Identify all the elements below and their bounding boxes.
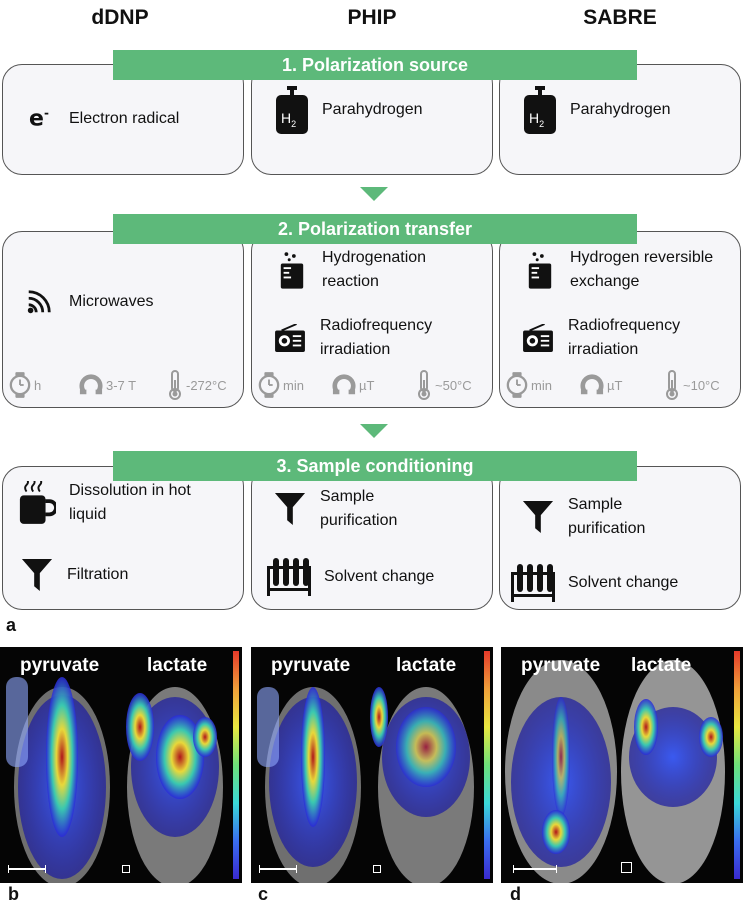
down-arrow-icon — [360, 424, 388, 438]
time-condition: min — [258, 372, 304, 398]
thermometer-icon — [167, 370, 183, 400]
thermometer-icon — [416, 370, 432, 400]
magnet-icon — [79, 373, 103, 397]
electron-icon: e- — [29, 106, 49, 132]
temperature-condition: ~50°C — [416, 370, 472, 400]
temperature-condition: ~10°C — [664, 370, 720, 400]
source-label-ddnp: Electron radical — [69, 110, 180, 127]
test-tubes-icon — [266, 557, 312, 597]
source-panel-ddnp: e- Electron radical — [2, 64, 244, 175]
source-panel-phip: H2 Parahydrogen — [251, 64, 493, 175]
mri-label-pyruvate: pyruvate — [521, 655, 601, 676]
thermometer-icon — [664, 370, 680, 400]
panel-letter-d: d — [510, 884, 521, 904]
transfer-label1-phip: Hydrogenation reaction — [322, 249, 427, 290]
wifi-icon — [21, 282, 57, 322]
radio-icon — [272, 318, 308, 358]
transfer-panel-ddnp: Microwaves h 3-7 T -272°C — [2, 231, 244, 408]
panel-letter-c: c — [258, 884, 269, 904]
panel-letter-a: a — [6, 615, 17, 635]
source-label-sabre: Parahydrogen — [570, 101, 671, 118]
stopwatch-icon — [9, 372, 31, 398]
panel-letter-b: b — [8, 884, 19, 904]
column-title-phip: PHIP — [347, 6, 397, 29]
time-condition: h — [9, 372, 41, 398]
conditioning-label1-sabre: Sample purification — [568, 496, 646, 537]
radio-icon — [520, 318, 556, 358]
scale-square — [122, 865, 130, 873]
mri-label-pyruvate: pyruvate — [20, 655, 100, 676]
conditioning-panel-phip: Sample purification Solvent change — [251, 466, 493, 610]
funnel-icon — [19, 555, 55, 595]
mri-label-lactate: lactate — [631, 655, 692, 676]
down-arrow-icon — [360, 187, 388, 201]
scale-bar — [513, 865, 557, 873]
mri-image-phip: pyruvate lactate — [251, 647, 493, 883]
hydrogen-cylinder-icon: H2 — [522, 83, 558, 137]
stage-banner-transfer: 2. Polarization transfer — [113, 214, 637, 244]
time-condition: min — [506, 372, 552, 398]
transfer-panel-sabre: Hydrogen reversible exchange Radiofreque… — [499, 231, 741, 408]
mri-image-sabre: pyruvate lactate — [501, 647, 743, 883]
scale-bar — [259, 865, 297, 873]
conditioning-panel-ddnp: Dissolution in hot liquid Filtration — [2, 466, 244, 610]
field-condition: µT — [580, 373, 622, 397]
field-condition: 3-7 T — [79, 373, 136, 397]
scale-square — [373, 865, 381, 873]
test-tubes-icon — [510, 563, 556, 603]
transfer-label1-sabre: Hydrogen reversible exchange — [570, 249, 714, 290]
mri-image-ddnp: pyruvate lactate — [0, 647, 242, 883]
colorbar — [233, 651, 239, 879]
mug-icon — [17, 480, 57, 526]
colorbar — [484, 651, 490, 879]
stage-banner-source: 1. Polarization source — [113, 50, 637, 80]
transfer-label2-phip: Radiofrequency irradiation — [320, 317, 433, 358]
temperature-condition: -272°C — [167, 370, 227, 400]
stopwatch-icon — [258, 372, 280, 398]
transfer-panel-phip: Hydrogenation reaction Radiofrequency ir… — [251, 231, 493, 408]
colorbar — [734, 651, 740, 879]
column-title-ddnp: dDNP — [91, 6, 149, 29]
conditioning-label2-ddnp: Filtration — [67, 566, 129, 583]
conditioning-label2-sabre: Solvent change — [568, 574, 679, 591]
stage-banner-conditioning: 3. Sample conditioning — [113, 451, 637, 481]
transfer-label2-sabre: Radiofrequency irradiation — [568, 317, 681, 358]
conditioning-label1-ddnp: Dissolution in hot liquid — [69, 482, 191, 523]
source-panel-sabre: H2 Parahydrogen — [499, 64, 741, 175]
field-condition: µT — [332, 373, 374, 397]
conditioning-panel-sabre: Sample purification Solvent change — [499, 466, 741, 610]
scale-square — [621, 862, 632, 873]
column-title-sabre: SABRE — [583, 6, 657, 29]
hydrogen-cylinder-icon: H2 — [274, 83, 310, 137]
magnet-icon — [332, 373, 356, 397]
mri-label-lactate: lactate — [396, 655, 457, 676]
conditioning-label1-phip: Sample purification — [320, 488, 398, 529]
magnet-icon — [580, 373, 604, 397]
mri-label-lactate: lactate — [147, 655, 208, 676]
conditioning-label2-phip: Solvent change — [324, 568, 435, 585]
stopwatch-icon — [506, 372, 528, 398]
funnel-icon — [520, 497, 556, 537]
transfer-label-ddnp: Microwaves — [69, 293, 154, 310]
beaker-icon — [274, 250, 310, 290]
mri-label-pyruvate: pyruvate — [271, 655, 351, 676]
scale-bar — [8, 865, 46, 873]
source-label-phip: Parahydrogen — [322, 101, 423, 118]
funnel-icon — [272, 489, 308, 529]
beaker-icon — [522, 250, 558, 290]
